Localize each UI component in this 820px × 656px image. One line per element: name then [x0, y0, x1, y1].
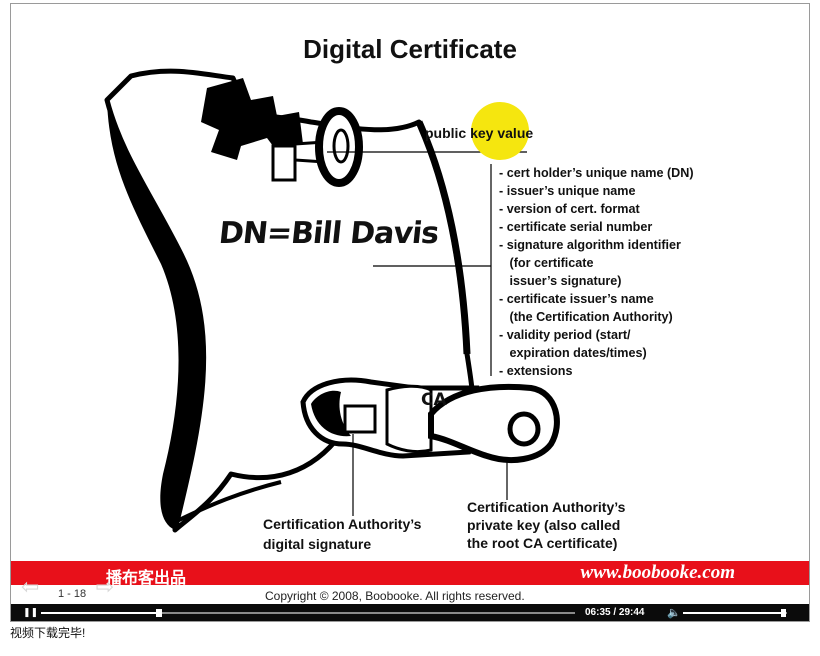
seek-bar[interactable] — [41, 609, 575, 617]
download-status: 视频下载完毕! — [10, 626, 86, 640]
list-item: - version of cert. format — [499, 202, 640, 216]
public-key-label: public key value — [425, 125, 534, 141]
certificate-scroll-illustration — [104, 68, 560, 533]
highlight-circle — [471, 102, 529, 160]
list-item: - cert holder’s unique name (DN) — [499, 166, 694, 180]
list-item: - extensions — [499, 364, 573, 378]
list-item: - certificate serial number — [499, 220, 653, 234]
brand-banner — [11, 561, 809, 585]
list-item: issuer’s signature) — [499, 274, 622, 288]
slide-title: Digital Certificate — [303, 34, 517, 64]
ca-private-key-caption: Certification Authority’s private key (a… — [467, 498, 625, 552]
list-item: - validity period (start/ — [499, 328, 631, 342]
prev-arrow-icon[interactable]: ⇦ — [21, 574, 40, 599]
seek-handle[interactable] — [156, 609, 163, 617]
caption-line: private key (also called — [467, 517, 621, 533]
public-key-graphic — [201, 78, 363, 187]
caption-line: digital signature — [263, 536, 372, 552]
copyright-text: Copyright © 2008, Boobooke. All rights r… — [265, 589, 525, 603]
slide-nav-arrows[interactable]: ⇦ ⇨ — [21, 574, 114, 600]
brand-label: 播布客出品 — [106, 570, 187, 587]
pause-icon[interactable]: ❚❚ — [23, 607, 39, 617]
caption-line: Certification Authority’s — [467, 499, 626, 515]
list-item: (the Certification Authority) — [499, 310, 673, 324]
certificate-fields-list: - cert holder’s unique name (DN) - issue… — [499, 164, 694, 380]
dn-label: DN=Bill Davis — [217, 216, 440, 251]
volume-fill — [683, 612, 784, 614]
time-display: 06:35 / 29:44 — [585, 607, 645, 618]
list-item: - signature algorithm identifier — [499, 238, 681, 252]
page-number: 1 - 18 — [58, 588, 87, 600]
caption-line: Certification Authority’s — [263, 516, 422, 532]
volume-icon[interactable]: 🔈 — [667, 607, 681, 619]
next-arrow-icon[interactable]: ⇨ — [95, 574, 114, 599]
seek-bar-fill — [41, 612, 160, 614]
list-item: expiration dates/times) — [499, 346, 647, 360]
list-item: - issuer’s unique name — [499, 184, 636, 198]
caption-line: the root CA certificate) — [467, 535, 618, 551]
slide-frame: Digital Certificate pu — [10, 3, 810, 622]
site-url[interactable]: www.boobooke.com — [580, 562, 735, 583]
list-item: (for certificate — [499, 256, 594, 270]
volume-handle[interactable] — [780, 609, 786, 617]
ca-private-key-graphic — [300, 377, 560, 463]
player-controls: ❚❚ 06:35 / 29:44 🔈 — [11, 604, 809, 621]
volume-slider[interactable] — [683, 609, 787, 617]
list-item: - certificate issuer’s name — [499, 292, 654, 306]
ca-signature-caption: Certification Authority’s digital signat… — [263, 514, 421, 554]
ca-key-mark: CA — [421, 390, 447, 410]
